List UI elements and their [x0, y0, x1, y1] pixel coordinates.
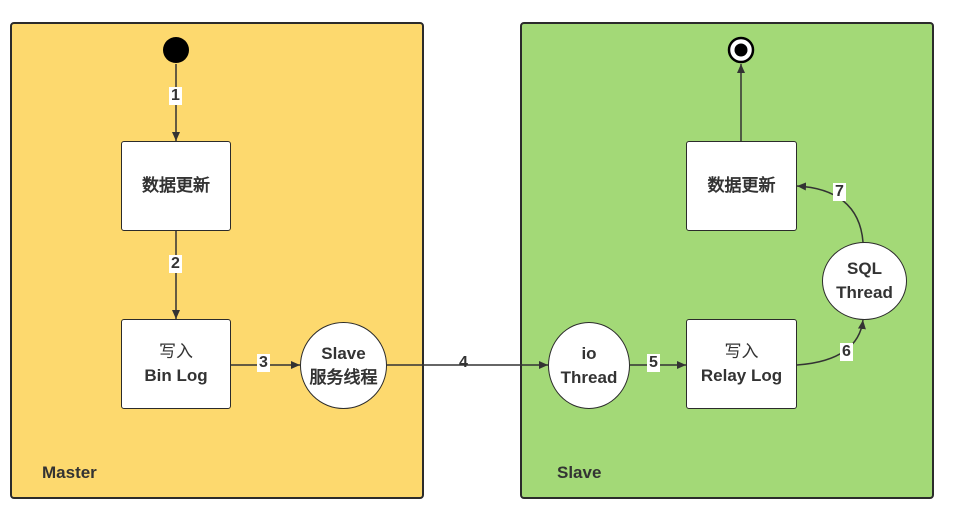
sql-thread-line2: Thread [836, 283, 893, 302]
master-zone-label: Master [42, 463, 97, 482]
step-label-1: 1 [169, 87, 182, 105]
master-zone [10, 22, 424, 499]
write-binlog-line1: 写入 [159, 342, 193, 361]
edge-7 [796, 182, 864, 243]
slave-service-thread-line2: 服务线程 [309, 367, 378, 387]
write-relay-log-line1: 写入 [724, 342, 759, 361]
step-label-2: 2 [169, 255, 182, 273]
master-data-update-label: 数据更新 [142, 176, 210, 195]
slave-service-thread-node: Slave 服务线程 [300, 322, 387, 409]
slave-data-update-label: 数据更新 [707, 176, 776, 195]
end-node-core [734, 43, 748, 57]
start-node [163, 37, 189, 63]
io-thread-node: io Thread [548, 322, 630, 409]
sql-thread-node: SQL Thread [822, 242, 907, 320]
step-label-3: 3 [257, 354, 270, 372]
step-label-4: 4 [459, 354, 468, 371]
write-relay-log-line2: Relay Log [700, 366, 783, 385]
io-thread-line1: io [581, 343, 597, 363]
slave-data-update-box: 数据更新 [686, 141, 797, 231]
write-relay-log-box: 写入 Relay Log [686, 319, 797, 409]
slave-service-thread-line1: Slave [321, 343, 366, 363]
step-label-7: 7 [833, 183, 846, 201]
edge-6 [796, 319, 866, 366]
slave-zone-label: Slave [557, 463, 602, 482]
write-binlog-box: 写入 Bin Log [121, 319, 231, 409]
master-data-update-box: 数据更新 [121, 141, 231, 231]
step-label-6: 6 [840, 343, 853, 361]
write-binlog-line2: Bin Log [144, 366, 208, 385]
step-label-5: 5 [647, 354, 660, 372]
io-thread-line2: Thread [560, 367, 618, 387]
sql-thread-line1: SQL [847, 259, 882, 278]
